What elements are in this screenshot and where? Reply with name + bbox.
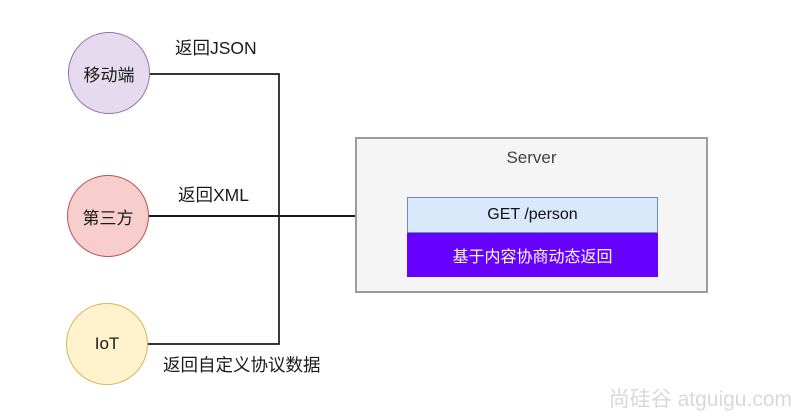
client-node-thirdparty-label: 第三方: [82, 208, 134, 228]
client-node-iot-label: IoT: [94, 334, 120, 353]
edge-mobile-to-bus: [148, 73, 280, 345]
watermark: 尚硅谷 atguigu.com: [608, 388, 792, 411]
server-behavior-label: 基于内容协商动态返回: [452, 249, 613, 266]
client-node-iot: IoT: [66, 303, 148, 385]
edge-label-return-xml: 返回XML: [178, 185, 249, 205]
edge-label-return-json: 返回JSON: [175, 38, 257, 58]
server-behavior-box: 基于内容协商动态返回: [407, 233, 658, 277]
client-node-mobile-label: 移动端: [83, 65, 135, 85]
server-endpoint-box: GET /person: [407, 197, 658, 233]
edge-label-return-custom-protocol: 返回自定义协议数据: [163, 355, 321, 375]
client-node-thirdparty: 第三方: [67, 175, 149, 257]
server-endpoint-label: GET /person: [487, 206, 578, 223]
server-title: Server: [506, 148, 557, 167]
client-node-mobile: 移动端: [68, 32, 150, 114]
